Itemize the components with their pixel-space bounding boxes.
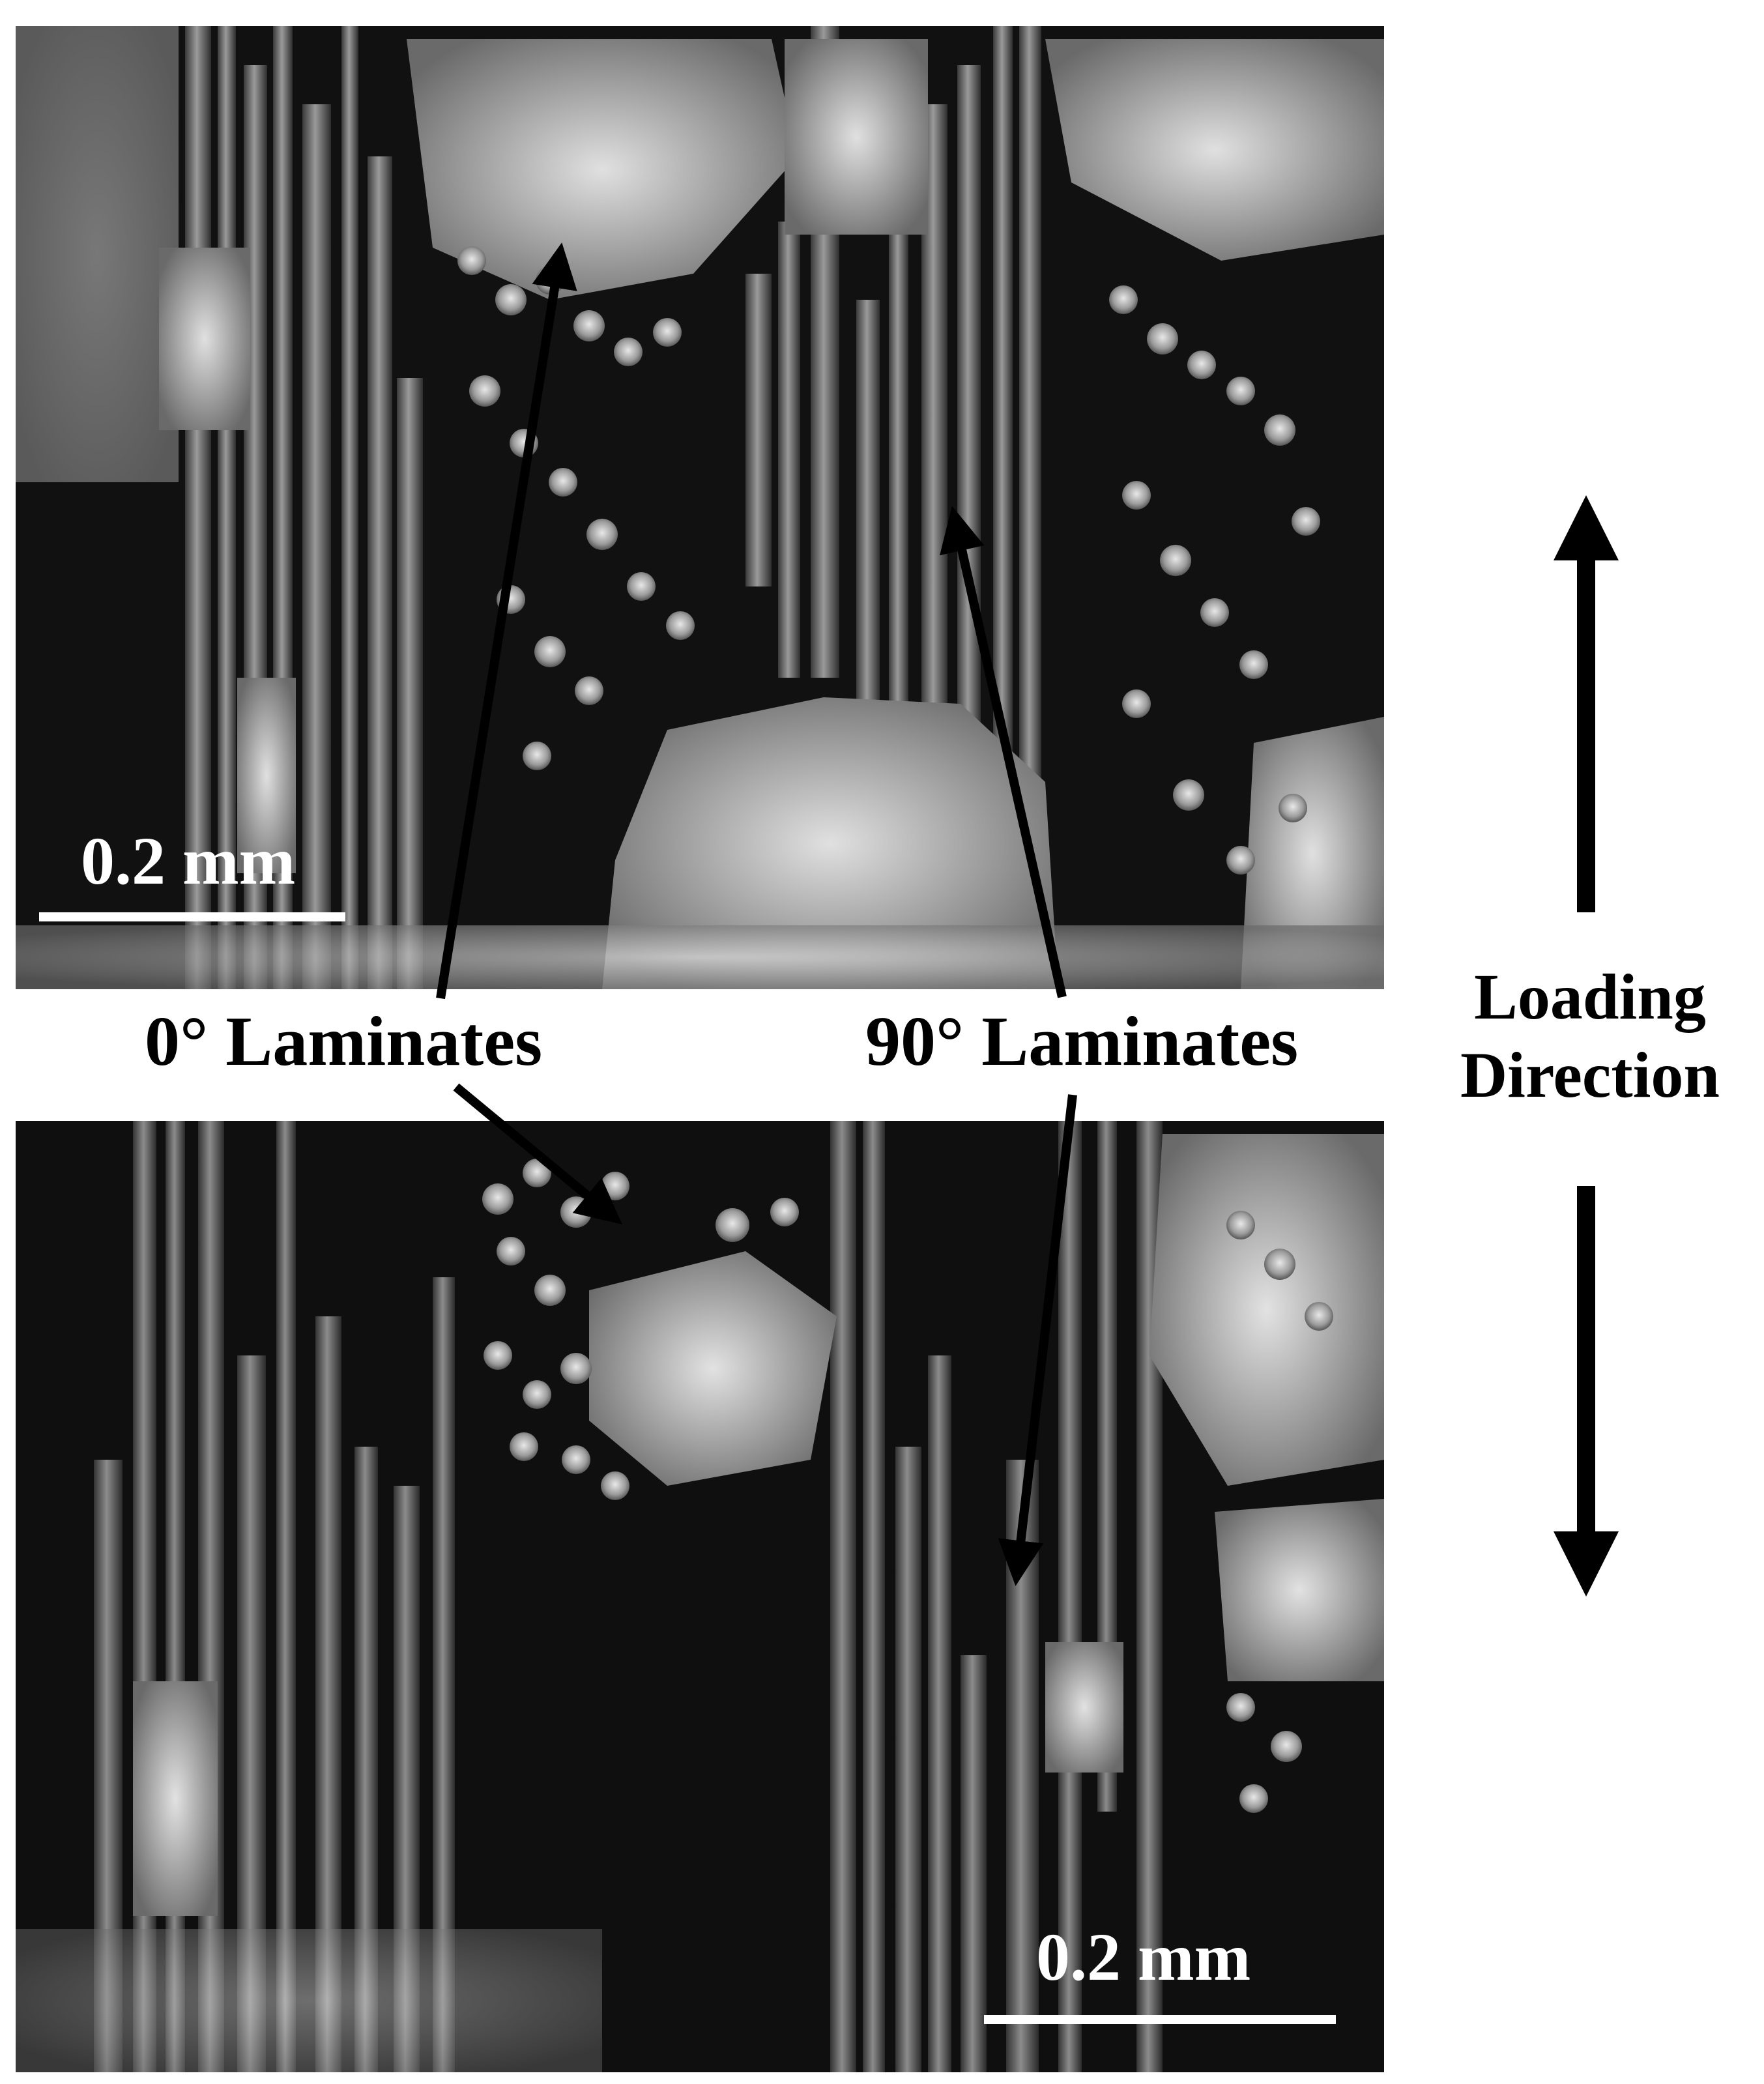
loading-direction-line1: Loading [1474, 961, 1706, 1033]
loading-direction-arrow-down [1554, 1186, 1619, 1597]
scale-bar-top [39, 912, 345, 921]
loading-direction-label: Loading Direction [1427, 958, 1753, 1114]
scale-bar-label-bottom: 0.2 mm [1036, 1920, 1251, 1995]
loading-direction-line2: Direction [1460, 1039, 1720, 1111]
scale-bar-label-top: 0.2 mm [81, 824, 296, 899]
loading-direction-arrow-up [1554, 495, 1619, 912]
scale-bar-bottom [984, 2015, 1336, 2024]
top-micrograph [16, 26, 1384, 989]
zero-degree-laminates-label: 0° Laminates [145, 1003, 543, 1080]
bottom-micrograph-image [16, 1121, 1384, 2072]
ninety-degree-laminates-label: 90° Laminates [865, 1003, 1299, 1080]
bottom-micrograph [16, 1121, 1384, 2072]
top-micrograph-image [16, 26, 1384, 989]
